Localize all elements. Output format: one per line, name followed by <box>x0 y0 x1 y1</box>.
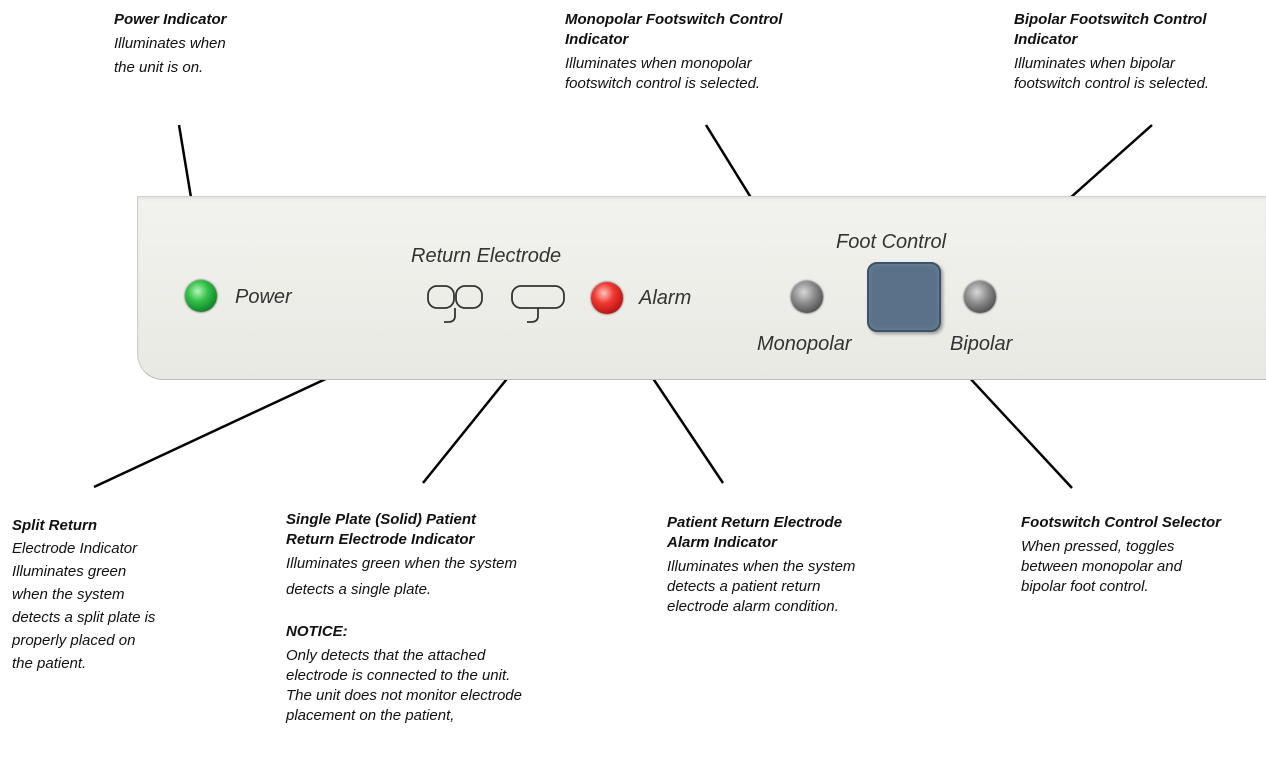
return-electrode-label: Return Electrode <box>411 245 562 267</box>
annotation-title: Indicator <box>565 31 629 48</box>
notice-text: placement on the patient, <box>286 707 455 724</box>
annotation-text: Illuminates when monopolar <box>565 55 752 72</box>
footswitch-selector-annotation: Footswitch Control Selector When pressed… <box>1021 513 1221 597</box>
monopolar-indicator-led <box>791 281 823 313</box>
annotation-title: Split Return <box>12 517 97 534</box>
annotation-text: detects a split plate is <box>12 609 156 626</box>
annotation-text: footswitch control is selected. <box>1014 75 1210 92</box>
annotation-text: detects a single plate. <box>286 581 432 598</box>
annotation-text: Electrode Indicator <box>12 540 138 557</box>
annotation-text: Illuminates when <box>114 35 226 52</box>
alarm-led <box>591 282 623 314</box>
power-indicator-annotation: Power Indicator Illuminates when the uni… <box>114 10 227 78</box>
annotation-title: Single Plate (Solid) Patient <box>286 511 477 528</box>
power-label: Power <box>235 286 292 308</box>
annotation-text: when the system <box>12 586 125 603</box>
annotation-text: detects a patient return <box>667 578 821 595</box>
annotation-title: Bipolar Footswitch Control <box>1014 11 1207 28</box>
annotation-title: Power Indicator <box>114 11 227 28</box>
alarm-indicator-annotation: Patient Return Electrode Alarm Indicator… <box>667 513 855 617</box>
bipolar-label: Bipolar <box>950 333 1013 355</box>
notice-text: electrode is connected to the unit. <box>286 667 511 684</box>
annotation-text: Illuminates when the system <box>667 558 856 575</box>
single-plate-annotation: Single Plate (Solid) Patient Return Elec… <box>286 510 522 726</box>
annotation-text: bipolar foot control. <box>1021 578 1149 595</box>
annotation-title: Return Electrode Indicator <box>286 531 475 548</box>
annotation-title: Alarm Indicator <box>667 534 778 551</box>
annotation-title: Indicator <box>1014 31 1078 48</box>
split-return-annotation: Split Return Electrode Indicator Illumin… <box>12 514 155 675</box>
foot-control-label: Foot Control <box>836 231 947 253</box>
annotation-text: electrode alarm condition. <box>667 598 839 615</box>
annotation-text: Illuminates green when the system <box>286 555 517 572</box>
annotation-text: When pressed, toggles <box>1021 538 1175 555</box>
split-return-electrode-icon <box>427 285 483 323</box>
monopolar-label: Monopolar <box>757 333 852 355</box>
annotation-text: between monopolar and <box>1021 558 1182 575</box>
power-led <box>185 280 217 312</box>
control-panel <box>137 196 1266 380</box>
annotation-text: Illuminates when bipolar <box>1014 55 1175 72</box>
annotation-text: the patient. <box>12 655 87 672</box>
bipolar-indicator-led <box>964 281 996 313</box>
footswitch-control-selector-button[interactable] <box>867 262 941 332</box>
notice-text: The unit does not monitor electrode <box>286 687 522 704</box>
alarm-label: Alarm <box>639 287 692 309</box>
annotation-title: Patient Return Electrode <box>667 514 843 531</box>
notice-title: NOTICE: <box>286 623 348 640</box>
single-plate-electrode-icon <box>511 285 565 323</box>
annotation-text: properly placed on <box>12 632 136 649</box>
annotation-title: Footswitch Control Selector <box>1021 514 1222 531</box>
annotation-text: Illuminates green <box>12 563 127 580</box>
monopolar-indicator-annotation: Monopolar Footswitch Control Indicator I… <box>565 10 782 94</box>
bipolar-indicator-annotation: Bipolar Footswitch Control Indicator Ill… <box>1014 10 1209 94</box>
annotation-text: the unit is on. <box>114 59 204 76</box>
notice-text: Only detects that the attached <box>286 647 486 664</box>
annotation-text: footswitch control is selected. <box>565 75 761 92</box>
annotation-title: Monopolar Footswitch Control <box>565 11 783 28</box>
